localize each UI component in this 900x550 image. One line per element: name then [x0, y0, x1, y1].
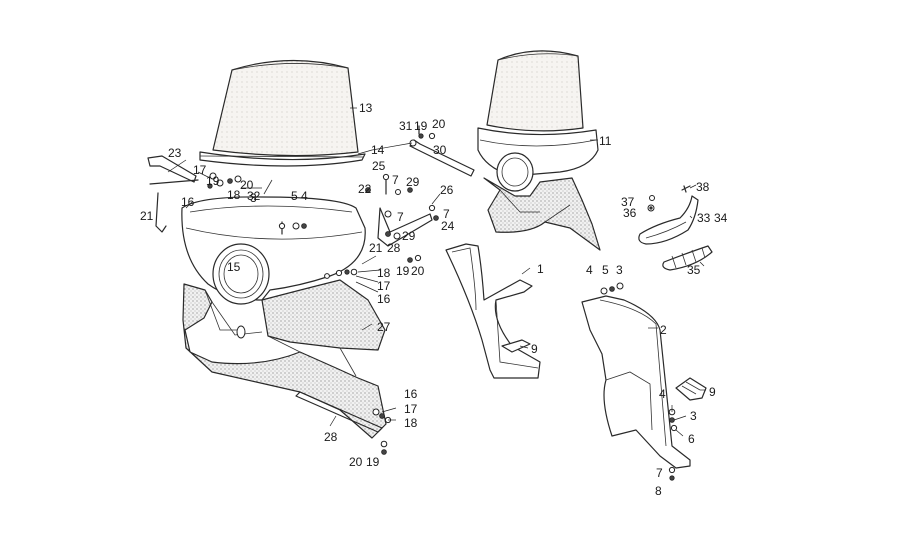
callout-c7b: 7 [397, 210, 404, 224]
callout-c18b: 18 [377, 266, 391, 280]
callout-c27: 27 [377, 320, 391, 334]
callout-c38: 38 [696, 180, 710, 194]
callout-c18c: 18 [404, 416, 418, 430]
screen-trim-14 [199, 151, 366, 167]
callout-c19d: 19 [366, 455, 380, 469]
callout-c19b: 19 [206, 174, 220, 188]
callout-c5b: 5 [602, 263, 609, 277]
callout-c6: 6 [688, 432, 695, 446]
callout-c16c: 16 [404, 387, 418, 401]
callout-c4c: 4 [659, 387, 666, 401]
callout-c36: 36 [623, 206, 637, 220]
callout-c37: 37 [621, 195, 635, 209]
callout-c17a: 17 [193, 163, 207, 177]
callout-c19c: 19 [396, 264, 410, 278]
bracket-23 [147, 155, 197, 183]
callout-c16b: 16 [377, 292, 391, 306]
callout-c7a: 7 [392, 173, 399, 187]
callout-c21a: 21 [140, 209, 154, 223]
callout-c21b: 21 [369, 241, 383, 255]
fairing-11 [477, 127, 599, 177]
callout-c14: 14 [371, 143, 385, 157]
callout-c16a: 16 [181, 195, 195, 209]
callout-c31: 31 [399, 119, 413, 133]
callout-c26: 26 [440, 183, 454, 197]
callout-c25: 25 [372, 159, 386, 173]
callout-c35: 35 [687, 263, 701, 277]
grab-handle-group [638, 185, 713, 271]
callout-c3b: 3 [616, 263, 623, 277]
left-fairing-assembly [147, 59, 475, 455]
callout-c3c: 3 [690, 409, 697, 423]
callout-c28a: 28 [387, 241, 401, 255]
callout-c17b: 17 [377, 279, 391, 293]
leader-lines [167, 107, 706, 437]
windscreen-assembled [486, 50, 584, 132]
callout-c20d: 20 [349, 455, 363, 469]
callout-c17c: 17 [404, 402, 418, 416]
callout-c20b: 20 [240, 178, 254, 192]
callout-c11: 11 [599, 134, 612, 148]
assembled-fairing-view [477, 50, 601, 251]
callout-c2: 2 [660, 323, 667, 337]
callout-c20a: 20 [432, 117, 446, 131]
callout-c5a: 5 [291, 189, 298, 203]
callout-c1: 1 [537, 262, 544, 276]
callout-c29a: 29 [406, 175, 420, 189]
callout-c28b: 28 [324, 430, 338, 444]
callout-c32: 32 [247, 189, 261, 203]
callout-c19a: 19 [414, 119, 428, 133]
callout-c4b: 4 [586, 263, 593, 277]
callout-c23: 23 [168, 146, 182, 160]
callout-c34: 34 [714, 211, 728, 225]
callout-c18a: 18 [227, 188, 241, 202]
strap-28 [295, 391, 383, 433]
callout-c22: 22 [358, 182, 372, 196]
headlight-ring-15 [212, 243, 270, 305]
callout-c29b: 29 [402, 229, 416, 243]
callout-c3a: 3 [250, 191, 257, 205]
leg-panel-2 [581, 282, 707, 481]
callout-c7d: 7 [656, 466, 663, 480]
callout-c20c: 20 [411, 264, 425, 278]
callout-c7c: 7 [443, 207, 450, 221]
callout-c13a: 13 [359, 101, 373, 115]
callout-c24: 24 [441, 219, 455, 233]
leg-panel-1 [445, 243, 541, 379]
leg-shield-assembled [483, 177, 601, 251]
callout-c9a: 9 [531, 342, 538, 356]
callout-c4a: 4 [301, 189, 308, 203]
callout-c33: 33 [697, 211, 711, 225]
callout-c9b: 9 [709, 385, 716, 399]
callout-c30: 30 [433, 143, 447, 157]
handle-33-34 [638, 195, 699, 245]
callout-c8: 8 [655, 484, 662, 498]
bracket-21 [155, 192, 167, 233]
callout-c15: 15 [227, 260, 241, 274]
stay-30 [409, 139, 475, 177]
windscreen-13 [212, 59, 359, 157]
rubber-35 [662, 245, 713, 271]
